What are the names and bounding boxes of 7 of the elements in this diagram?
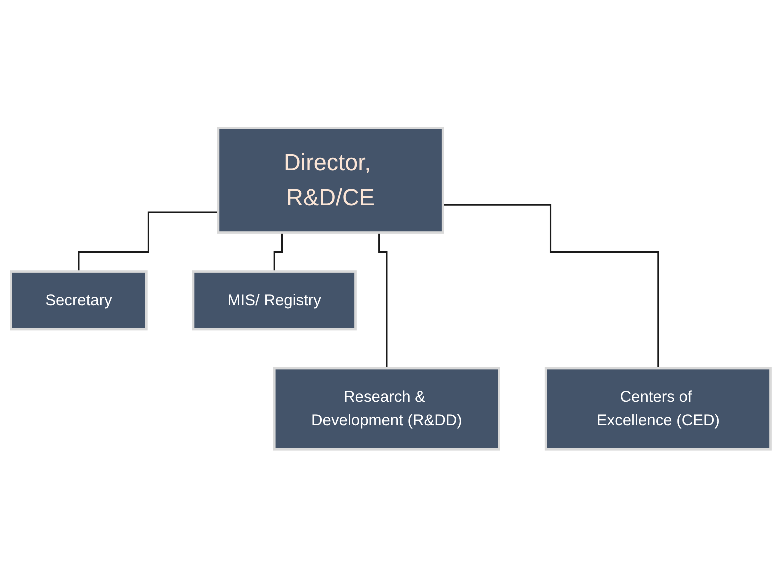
node-box: Centers of Excellence (CED) [544,366,772,450]
node-box: MIS/ Registry [192,270,357,330]
node-box: Director, R&D/CE [217,126,444,234]
connector [78,211,218,272]
node-box: Secretary [10,270,148,330]
connector [443,204,660,369]
node-box: Research & Development (R&DD) [273,366,500,450]
